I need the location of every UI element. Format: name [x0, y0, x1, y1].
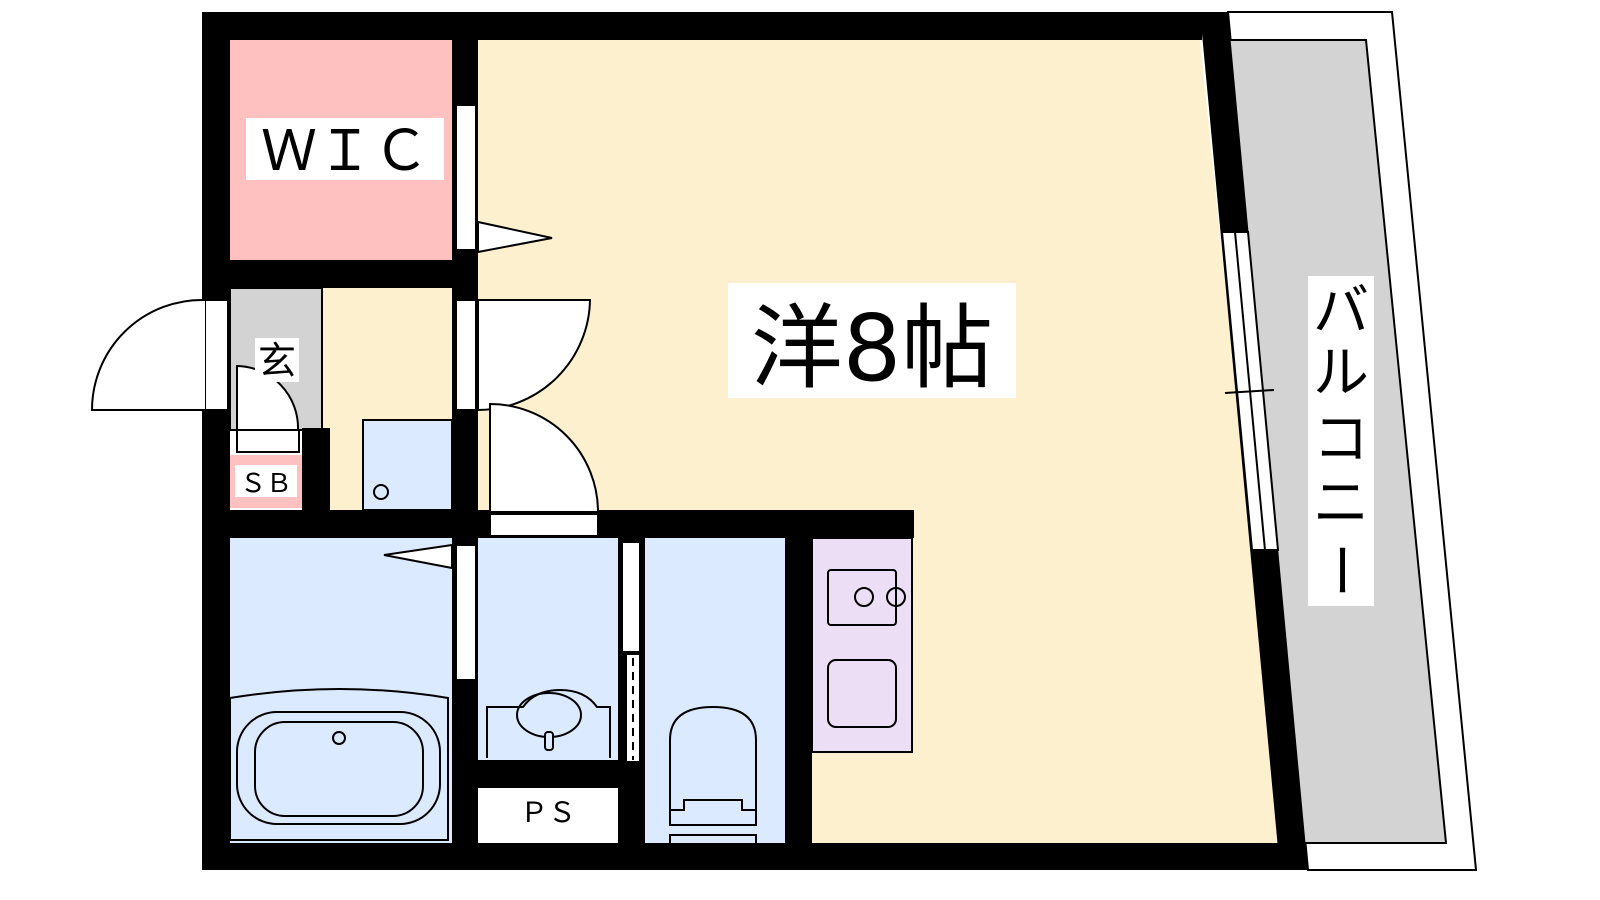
hall-door-opening[interactable]	[455, 299, 477, 411]
wic-door-swing	[477, 220, 553, 254]
svg-text:バ: バ	[1313, 279, 1369, 344]
main-room-label: 洋8帖	[751, 295, 994, 402]
toilet-area	[645, 538, 785, 843]
storage-knob-icon	[373, 484, 389, 500]
entry-door-opening[interactable]	[204, 299, 229, 411]
washroom-area	[478, 538, 618, 760]
pipe-space-area	[478, 788, 618, 843]
toilet-icon	[669, 705, 757, 846]
stove-icon	[827, 569, 906, 626]
kitchen-sink-icon	[827, 659, 897, 728]
bath-door-opening[interactable]	[455, 544, 477, 681]
shoebox-door[interactable]	[236, 429, 300, 453]
bath-door-swing	[383, 543, 453, 570]
main-room	[478, 40, 1282, 843]
balcony-label: バ ル コ ニ ー	[1307, 279, 1372, 598]
entrance-label: 玄	[258, 339, 296, 383]
wash-door-opening[interactable]	[489, 513, 599, 537]
storage-box	[362, 419, 453, 511]
wic-label: ＷＩＣ	[261, 119, 429, 184]
svg-text:ー: ー	[1307, 542, 1372, 598]
svg-text:ニ: ニ	[1313, 471, 1369, 536]
svg-text:ル: ル	[1313, 341, 1369, 406]
bathtub-icon	[229, 688, 449, 841]
wic-door-opening[interactable]	[455, 104, 477, 251]
wash-door-swing	[489, 402, 600, 513]
shoebox-label: ＳＢ	[240, 469, 292, 499]
toilet-sliding-door[interactable]	[621, 541, 641, 653]
svg-text:コ: コ	[1313, 407, 1369, 472]
sink-icon	[486, 688, 611, 758]
pipe-space-label: ＰＳ	[520, 796, 576, 829]
shoebox-door-swing	[236, 364, 300, 431]
entry-door-swing	[90, 298, 206, 411]
